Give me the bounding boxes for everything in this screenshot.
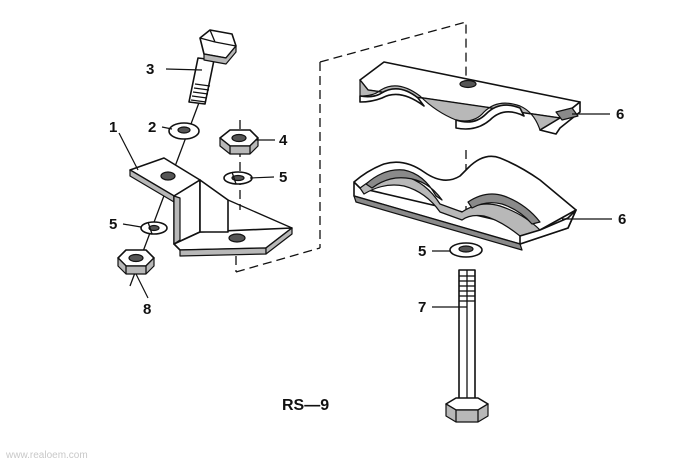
angle-bracket-icon bbox=[129, 157, 293, 257]
callout-3: 3 bbox=[146, 61, 154, 78]
callout-8: 8 bbox=[143, 301, 151, 318]
hex-nut-icon bbox=[219, 129, 259, 155]
long-bolt-icon bbox=[445, 269, 489, 423]
hex-bolt-icon bbox=[188, 29, 237, 105]
spring-washer-icon bbox=[140, 221, 168, 235]
spring-washer-icon bbox=[223, 171, 253, 185]
diagram-code: RS—9 bbox=[282, 397, 329, 414]
callout-4: 4 bbox=[279, 132, 288, 149]
callout-1: 1 bbox=[109, 119, 117, 136]
hex-nut-icon bbox=[117, 249, 155, 275]
washer-icon bbox=[449, 242, 483, 258]
clamp-lower-half-icon bbox=[353, 155, 577, 251]
clamp-upper-half-icon bbox=[359, 61, 581, 135]
callout-5-upper: 5 bbox=[279, 169, 287, 186]
leader-lines bbox=[118, 68, 612, 308]
callout-6-lower: 6 bbox=[618, 211, 626, 228]
callout-5-right: 5 bbox=[418, 243, 426, 260]
washer-icon bbox=[168, 122, 200, 140]
callout-6-upper: 6 bbox=[616, 106, 624, 123]
watermark: www.realoem.com bbox=[5, 450, 88, 461]
callout-5-left: 5 bbox=[109, 216, 117, 233]
callout-2: 2 bbox=[148, 119, 156, 136]
callout-7: 7 bbox=[418, 299, 426, 316]
